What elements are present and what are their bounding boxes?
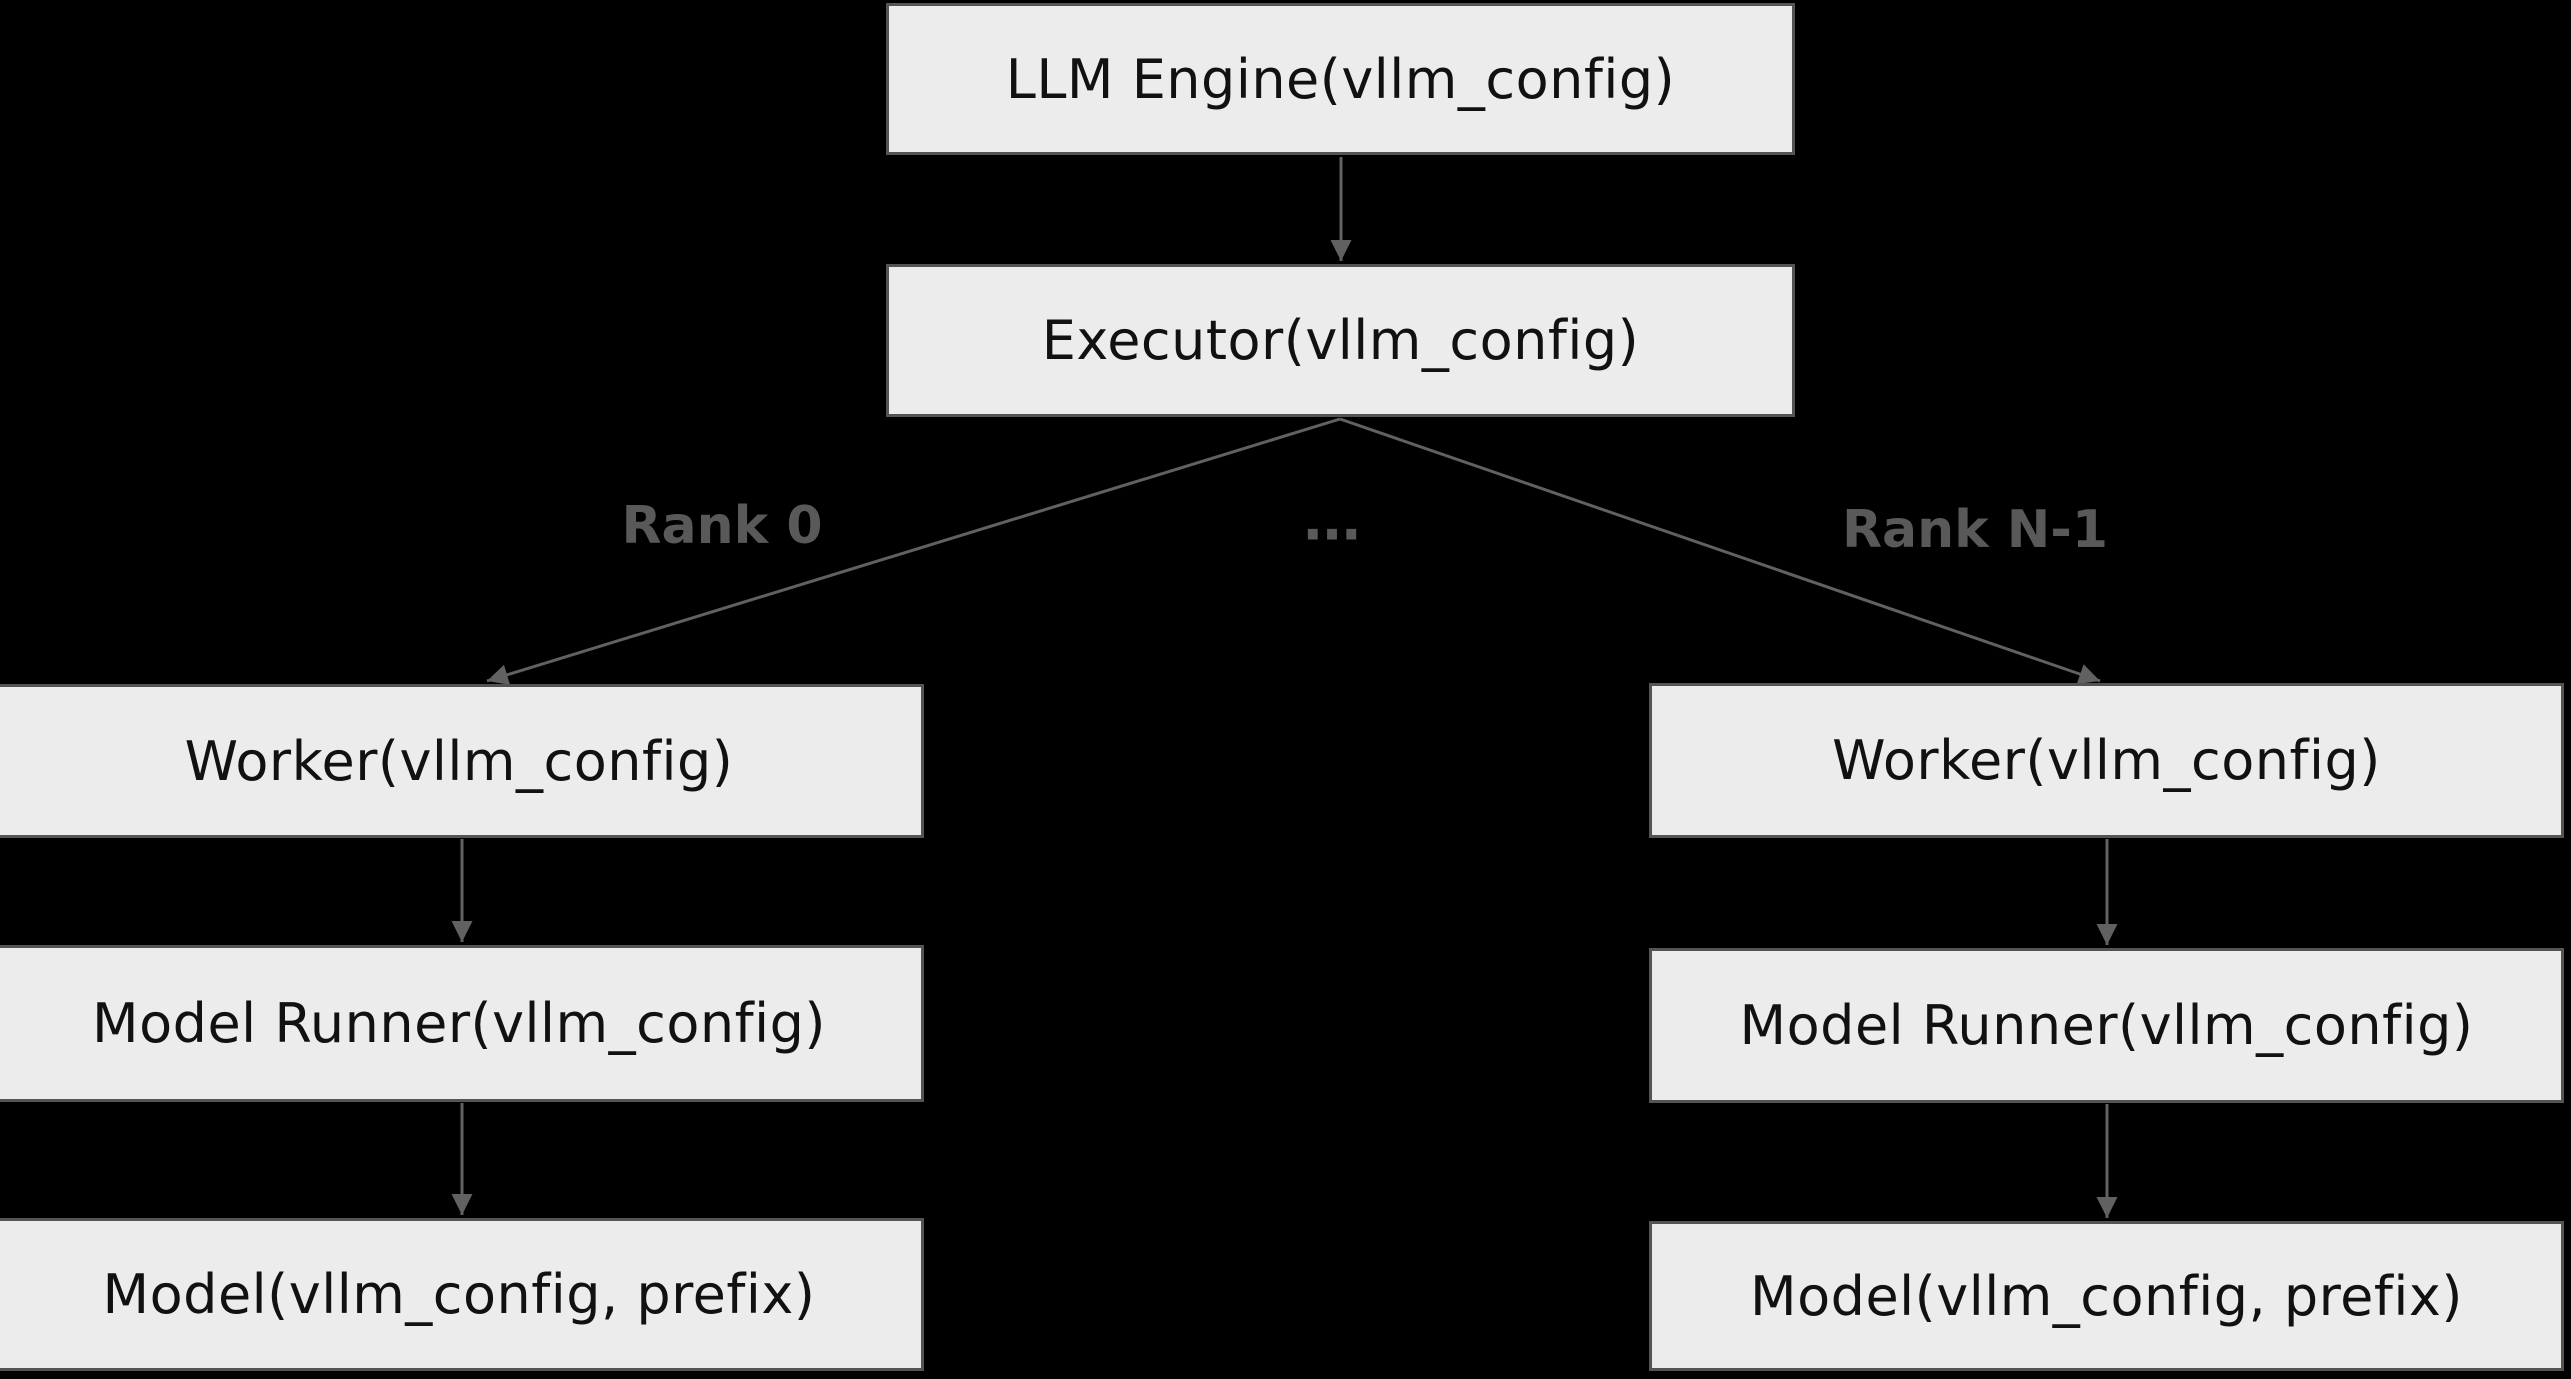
node-llm-engine-label: LLM Engine(vllm_config) <box>1005 47 1676 111</box>
node-worker-rank0-label: Worker(vllm_config) <box>184 729 734 793</box>
node-executor: Executor(vllm_config) <box>886 264 1795 417</box>
node-worker-rankN1-label: Worker(vllm_config) <box>1832 729 2381 792</box>
node-model-runner-rank0: Model Runner(vllm_config) <box>0 945 924 1102</box>
node-model-runner-rankN1: Model Runner(vllm_config) <box>1649 948 2564 1103</box>
node-model-runner-rank0-label: Model Runner(vllm_config) <box>92 992 826 1055</box>
node-model-rank0-label: Model(vllm_config, prefix) <box>102 1263 816 1326</box>
node-model-rankN1: Model(vllm_config, prefix) <box>1649 1221 2564 1371</box>
node-model-rank0: Model(vllm_config, prefix) <box>0 1218 924 1371</box>
edge-label-rank-0: Rank 0 <box>621 496 823 556</box>
node-worker-rankN1: Worker(vllm_config) <box>1649 683 2564 838</box>
edge-label-rank-n-1: Rank N-1 <box>1841 500 2109 560</box>
edge-executor-to-worker-left <box>486 417 1341 685</box>
edge-label-ellipsis: ... <box>1302 488 1362 554</box>
edge-executor-to-worker-right <box>1339 417 2101 685</box>
node-worker-rank0: Worker(vllm_config) <box>0 684 924 838</box>
node-executor-label: Executor(vllm_config) <box>1041 309 1640 372</box>
node-model-rankN1-label: Model(vllm_config, prefix) <box>1750 1264 2463 1328</box>
node-model-runner-rankN1-label: Model Runner(vllm_config) <box>1739 994 2474 1057</box>
node-llm-engine: LLM Engine(vllm_config) <box>886 3 1795 155</box>
